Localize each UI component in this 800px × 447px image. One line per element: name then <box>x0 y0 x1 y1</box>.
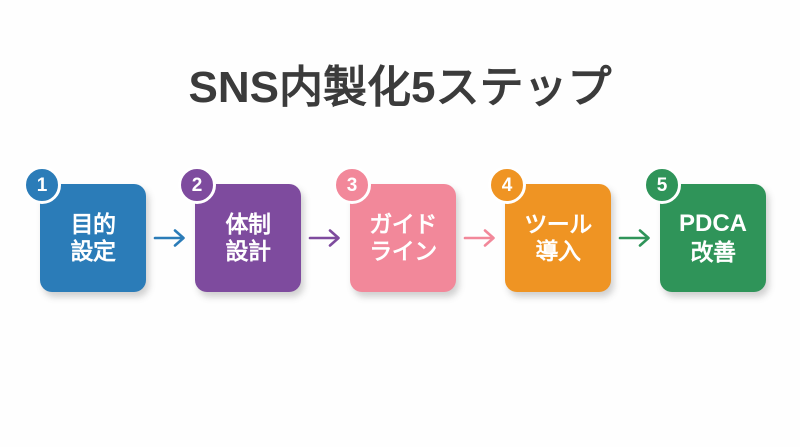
step-3-label-line1: ガイド <box>369 210 437 237</box>
step-1-number-badge: 1 <box>23 166 61 204</box>
step-5-label-line2: 改善 <box>690 238 737 265</box>
step-5-number-badge: 5 <box>643 166 681 204</box>
arrow-3-to-4 <box>456 223 505 253</box>
step-3-label-line2: ライン <box>369 238 437 264</box>
step-2-label-line2: 設計 <box>225 238 272 264</box>
step-3[interactable]: ガイド ライン 3 <box>333 166 456 292</box>
step-1-label-line1: 目的 <box>70 210 117 237</box>
arrow-1-to-2 <box>146 223 195 253</box>
step-2-label-line1: 体制 <box>225 210 272 237</box>
step-1-box[interactable]: 目的 設定 <box>40 184 146 292</box>
step-4-box[interactable]: ツール 導入 <box>505 184 611 292</box>
process-flow: 目的 設定 1 体制 設計 2 <box>23 166 766 294</box>
step-2[interactable]: 体制 設計 2 <box>178 166 301 292</box>
step-4-label-line2: 導入 <box>535 238 582 264</box>
arrow-2-to-3 <box>301 223 350 253</box>
step-1[interactable]: 目的 設定 1 <box>23 166 146 292</box>
step-4-number-badge: 4 <box>488 166 526 204</box>
step-3-number-badge: 3 <box>333 166 371 204</box>
step-1-label-line2: 設定 <box>70 238 117 264</box>
step-5[interactable]: PDCA 改善 5 <box>643 166 766 292</box>
step-3-box[interactable]: ガイド ライン <box>350 184 456 292</box>
step-2-number-badge: 2 <box>178 166 216 204</box>
step-5-label-line1: PDCA <box>678 210 747 238</box>
arrow-4-to-5 <box>611 223 660 253</box>
step-2-box[interactable]: 体制 設計 <box>195 184 301 292</box>
step-4[interactable]: ツール 導入 4 <box>488 166 611 292</box>
step-4-label-line1: ツール <box>524 210 592 237</box>
page-title: SNS内製化5ステップ <box>188 63 612 112</box>
step-5-box[interactable]: PDCA 改善 <box>660 184 766 292</box>
